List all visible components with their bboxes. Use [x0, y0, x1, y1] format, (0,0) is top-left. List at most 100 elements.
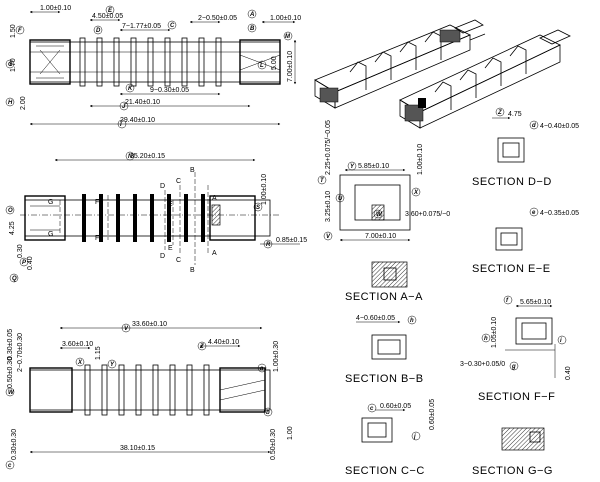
svg-text:P: P: [22, 260, 27, 266]
section-ff-dim-4: 0.40: [565, 366, 572, 380]
section-aa-hatch: [371, 261, 408, 288]
mid-view: B B C C D D E E F F G G A A 35.20±0.15 1…: [5, 151, 307, 283]
svg-text:T: T: [320, 178, 325, 184]
mid-view-fins: [82, 194, 205, 242]
mid-view-right-terminal: [209, 195, 256, 241]
mid-dim-3: 4.25: [9, 221, 16, 235]
svg-text:V: V: [124, 326, 129, 332]
section-ff: 5.65±0.10 1.05±0.10 3−0.30+0.05/0 0.40 f…: [460, 295, 572, 403]
top-dim-3: 7−1.77±0.05: [122, 23, 161, 30]
bottom-view-bubbles: V W X Y Z a b c: [5, 323, 273, 470]
top-dim-8: 2.00: [20, 96, 27, 110]
section-cc: 0.60±0.05 0.60±0.05 c j SECTION C−C: [345, 399, 436, 477]
top-dim-13: 29.40±0.10: [120, 117, 155, 124]
svg-text:E: E: [168, 245, 173, 252]
section-aa: 5.85±0.10 2.25+0.075/−0.05 1.00±0.10 3.2…: [317, 120, 450, 303]
top-dim-12: 21.40±0.10: [125, 99, 160, 106]
section-ee-dim-1: 4−0.35±0.05: [540, 210, 579, 217]
top-dim-11: 5.00: [271, 56, 278, 70]
svg-text:f: f: [506, 298, 509, 304]
svg-text:c: c: [8, 463, 12, 469]
svg-text:j: j: [413, 434, 416, 440]
svg-text:F: F: [95, 199, 99, 206]
svg-text:C: C: [170, 23, 175, 29]
svg-text:S: S: [256, 205, 260, 211]
svg-text:d: d: [532, 123, 536, 129]
bottom-dim-6: 4.40±0.10: [208, 339, 239, 346]
top-view-left-terminal: [29, 39, 71, 85]
svg-text:A: A: [212, 195, 217, 202]
section-cc-title: SECTION C−C: [345, 465, 425, 477]
top-dim-1: 1.00±0.10: [40, 5, 71, 12]
top-view-bubbles: F D C A B G H K J I L M E: [5, 5, 293, 129]
svg-text:J: J: [122, 104, 126, 110]
svg-text:G: G: [8, 62, 13, 68]
svg-text:U: U: [338, 196, 343, 202]
svg-text:O: O: [8, 208, 13, 214]
bottom-dim-11: 0.30±0.30: [11, 429, 18, 460]
top-dim-5: 1.00±0.10: [270, 15, 301, 22]
top-dim-2: 4.50±0.05: [92, 13, 123, 20]
svg-text:K: K: [128, 86, 133, 92]
mid-view-left-terminal: [24, 195, 66, 241]
svg-text:E: E: [168, 201, 173, 208]
svg-text:I: I: [120, 122, 122, 128]
top-view-right-terminal: [239, 39, 281, 85]
svg-text:D: D: [96, 28, 101, 34]
svg-text:g: g: [511, 364, 516, 370]
svg-text:Q: Q: [12, 276, 17, 282]
top-dim-4: 2−0.50±0.05: [198, 15, 237, 22]
section-aa-bubbles: T U V W X Y: [317, 161, 421, 241]
section-aa-dim-1: 5.85±0.10: [358, 163, 389, 170]
svg-text:X: X: [413, 190, 419, 196]
bottom-dim-9: 38.10±0.15: [120, 445, 155, 452]
svg-text:c: c: [370, 406, 374, 412]
bottom-view: 0.30±0.05 2−0.70±0.30 33.60±0.10 3.60±0.…: [5, 321, 294, 470]
bottom-dim-5: 1.15: [95, 346, 102, 360]
section-gg-title: SECTION G−G: [472, 465, 553, 477]
bottom-dim-10: 0.50±0.30: [270, 429, 277, 460]
svg-text:L: L: [260, 63, 264, 69]
section-aa-dim-6: 7.00±0.10: [365, 233, 396, 240]
top-dim-9: 9−0.30±0.05: [150, 87, 189, 94]
section-ee-title: SECTION E−E: [472, 263, 551, 275]
section-aa-outline: [339, 174, 411, 231]
mid-dim-6: 0.85±0.15: [276, 237, 307, 244]
svg-text:A: A: [249, 12, 254, 18]
section-dd-title: SECTION D−D: [472, 176, 552, 188]
bottom-dim-2: 2−0.70±0.30: [17, 333, 24, 372]
bottom-dim-3: 33.60±0.10: [132, 321, 167, 328]
svg-text:Y: Y: [110, 362, 115, 368]
mid-dim-5: 0.40: [27, 256, 34, 270]
svg-text:E: E: [108, 8, 113, 14]
section-ff-dim-1: 5.65±0.10: [520, 299, 551, 306]
top-view-body: [29, 41, 281, 83]
bottom-dim-8: 0.50±0.30: [7, 357, 14, 388]
svg-text:W: W: [8, 390, 15, 396]
bottom-view-right-terminal: [219, 367, 266, 413]
section-aa-dim-4: 3.25±0.10: [325, 191, 332, 222]
bottom-dim-7: 1.00±0.30: [273, 341, 280, 372]
svg-text:R: R: [266, 242, 271, 248]
mid-view-bubbles: N O P Q R S: [5, 151, 273, 283]
bottom-dim-4: 3.60±0.10: [62, 341, 93, 348]
mid-dim-4: 0.30: [17, 244, 24, 258]
section-aa-title: SECTION A−A: [345, 291, 423, 303]
svg-text:A: A: [212, 250, 217, 257]
section-ee: 4−0.35±0.05 e SECTION E−E: [472, 207, 579, 275]
top-dim-7: 1.70: [10, 58, 17, 72]
mid-dim-2: 1.00±0.10: [261, 174, 268, 205]
svg-text:N: N: [128, 154, 133, 160]
svg-text:e: e: [532, 210, 536, 216]
section-ff-dim-2: 1.05±0.10: [491, 317, 498, 348]
section-bb-title: SECTION B−B: [345, 373, 424, 385]
section-aa-dim-3: 1.00±0.10: [417, 144, 424, 175]
svg-text:b: b: [266, 410, 270, 416]
mid-dim-1: 35.20±0.15: [130, 153, 165, 160]
top-view-fins: [79, 37, 222, 87]
svg-text:F: F: [18, 28, 22, 34]
svg-text:D: D: [160, 183, 165, 190]
top-dim-10: 7.00±0.10: [287, 51, 294, 82]
section-dd-dim-1: 4.75: [508, 111, 522, 118]
